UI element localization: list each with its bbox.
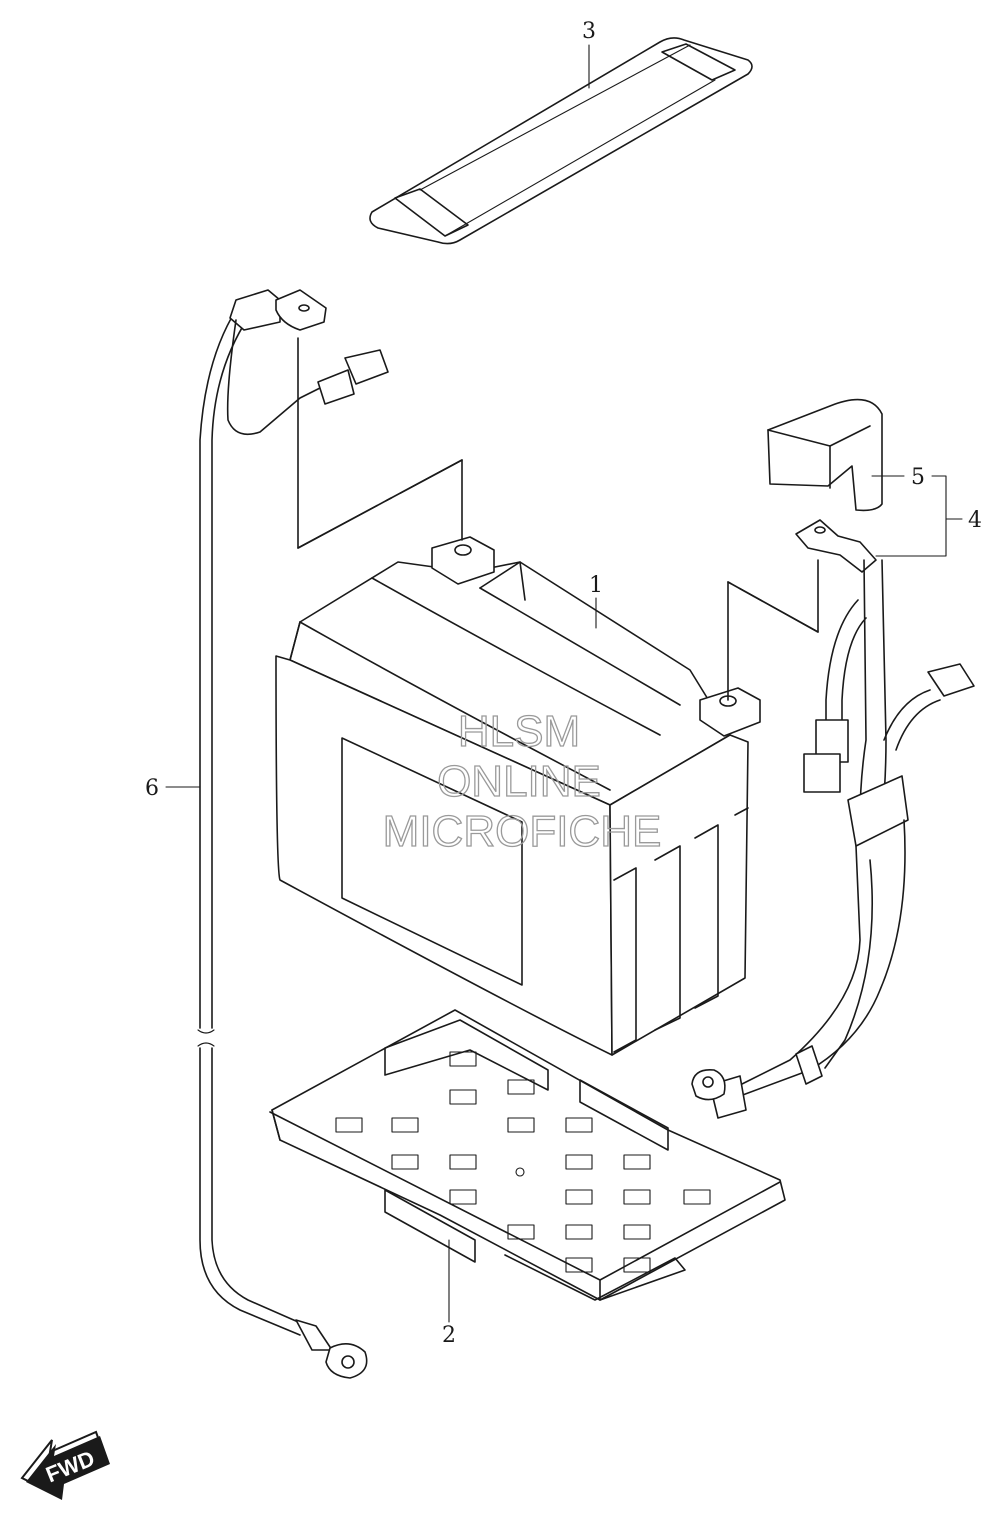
- callout-4: 4: [968, 508, 982, 533]
- callout-leaders: [165, 44, 963, 1323]
- battery: [275, 536, 761, 1056]
- callout-3: 3: [582, 19, 596, 44]
- callout-6: 6: [145, 776, 159, 801]
- callout-5: 5: [911, 465, 925, 490]
- positive-cable: [691, 398, 975, 1119]
- negative-cable: [197, 289, 463, 1379]
- watermark-line-2: ONLINE: [437, 757, 601, 806]
- watermark-line-3: MICROFICHE: [383, 807, 662, 856]
- watermark: HLSM ONLINE MICROFICHE: [382, 706, 662, 856]
- watermark-line-1: HLSM: [458, 707, 580, 756]
- battery-strap: [369, 37, 753, 245]
- callout-1: 1: [589, 573, 603, 598]
- forward-arrow-icon: FWD: [20, 1430, 110, 1500]
- battery-tray: [269, 1009, 786, 1301]
- tray-slot-grid: [335, 1051, 711, 1273]
- callout-2: 2: [442, 1323, 456, 1348]
- assembly-guide-lines: [297, 459, 819, 633]
